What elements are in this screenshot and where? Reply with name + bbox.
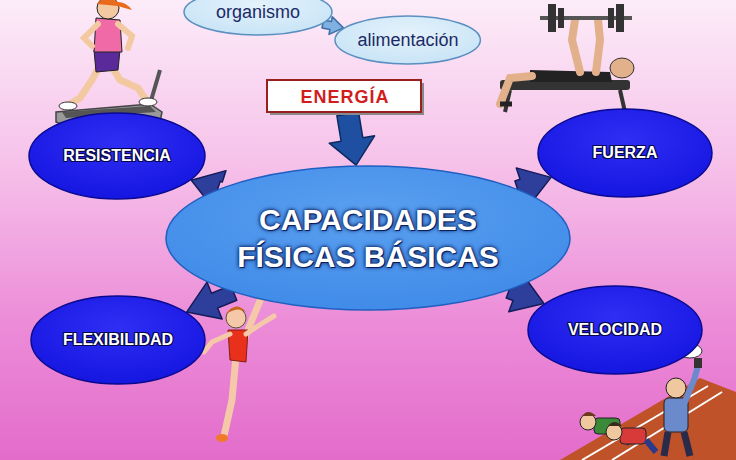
node-label: organismo — [216, 2, 300, 23]
sprint-scene-part — [580, 414, 596, 430]
capacity-ellipse: RESISTENCIA — [28, 112, 206, 200]
info-ellipse: alimentación — [334, 15, 481, 65]
runner-figure-part — [84, 24, 98, 46]
central-ellipse: CAPACIDADES FÍSICAS BÁSICAS — [165, 165, 571, 311]
capacity-ellipse: FUERZA — [537, 108, 713, 198]
weightlifter-figure-part — [500, 102, 512, 107]
node-label: alimentación — [357, 30, 458, 51]
sprint-scene-part — [582, 412, 596, 416]
ellipse-outline — [184, 0, 332, 35]
ellipse-outline — [29, 113, 205, 199]
node-label: VELOCIDAD — [568, 321, 662, 339]
sprint-scene-part — [646, 440, 656, 452]
ellipse-outline — [166, 166, 570, 310]
sprint-scene-part — [608, 422, 622, 426]
gymnast-figure-part — [226, 306, 246, 314]
central-ellipse-shape — [165, 165, 571, 311]
sprint-scene-part — [666, 378, 686, 398]
gymnast-figure-part — [216, 434, 228, 442]
gymnast-figure-part — [246, 316, 274, 334]
node-label: RESISTENCIA — [63, 147, 171, 165]
node-label: FUERZA — [593, 144, 658, 162]
sprint-scene-part — [606, 424, 622, 440]
capacity-ellipse: FLEXIBILIDAD — [30, 295, 206, 385]
weightlifter-figure-part — [558, 8, 564, 28]
gymnast-figure-part — [224, 356, 236, 436]
text-holder: ENERGÍA — [267, 80, 423, 114]
node-label: FLEXIBILIDAD — [63, 331, 173, 349]
text-holder: organismo — [183, 0, 333, 36]
weightlifter-figure-part — [572, 20, 580, 72]
ellipse-outline — [31, 296, 205, 384]
text-holder: CAPACIDADES FÍSICAS BÁSICAS — [165, 165, 571, 311]
sprint-scene-part — [684, 366, 698, 404]
text-holder: FUERZA — [537, 108, 713, 198]
text-holder: FLEXIBILIDAD — [30, 295, 206, 385]
runner-figure-part — [118, 24, 132, 48]
weightlifter-figure-part — [500, 76, 532, 104]
node-label: ENERGÍA — [300, 87, 389, 108]
arrow-connector — [329, 112, 374, 165]
text-holder: VELOCIDAD — [527, 285, 703, 375]
runner-figure-part — [139, 98, 157, 106]
sprint-scene-part — [620, 428, 646, 444]
runner-figure — [56, 0, 162, 128]
capacity-ellipse: VELOCIDAD — [527, 285, 703, 375]
info-ellipse: organismo — [183, 0, 333, 36]
weightlifter-figure-part — [610, 58, 634, 78]
text-holder: RESISTENCIA — [28, 112, 206, 200]
sprint-scene-part — [560, 378, 736, 460]
runner-figure-part — [94, 50, 120, 72]
weightlifter-figure-part — [548, 4, 556, 32]
energy-box: ENERGÍA — [267, 80, 423, 114]
ellipse-outline — [335, 16, 480, 64]
box-outline — [267, 80, 421, 112]
weightlifter-figure-part — [596, 20, 600, 72]
sprint-scene-part — [694, 358, 702, 368]
ellipse-outline — [528, 286, 702, 374]
runner-figure-part — [97, 0, 132, 10]
node-label: CAPACIDADES FÍSICAS BÁSICAS — [218, 201, 518, 276]
gymnast-figure-part — [204, 334, 230, 352]
weightlifter-figure-part — [616, 4, 624, 32]
weightlifter-figure-part — [608, 8, 614, 28]
text-holder: alimentación — [334, 15, 481, 65]
sprint-scene-part — [664, 432, 690, 456]
runner-figure-part — [59, 102, 77, 110]
weightlifter-figure — [500, 4, 634, 112]
ellipse-outline — [538, 109, 712, 197]
sprint-scene-part — [612, 392, 722, 460]
